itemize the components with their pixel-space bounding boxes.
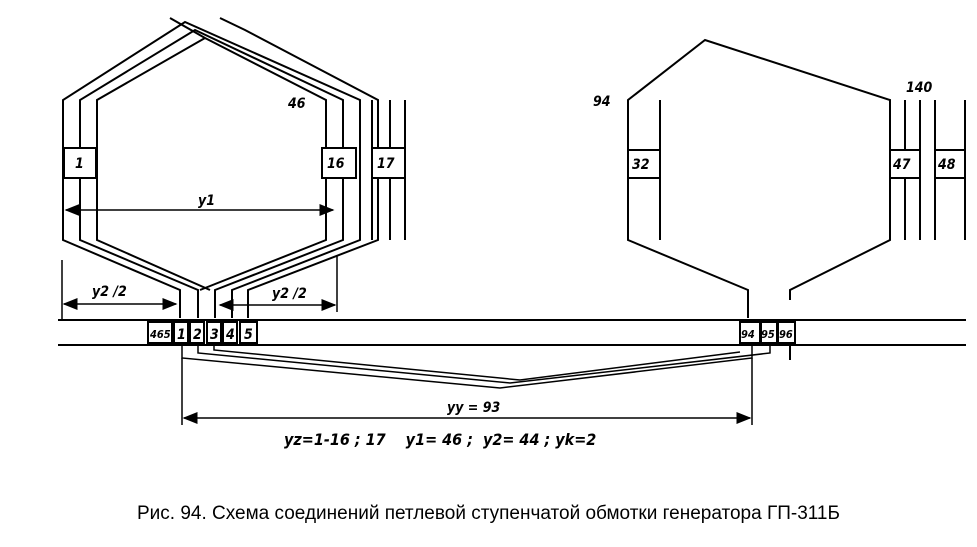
svg-text:1: 1 xyxy=(75,156,84,172)
coil-box-48: 48 xyxy=(934,149,966,179)
svg-text:465: 465 xyxy=(150,328,171,341)
svg-text:1: 1 xyxy=(177,327,186,343)
coil-box-1: 1 xyxy=(63,147,97,179)
svg-text:2: 2 xyxy=(193,327,202,343)
svg-text:96: 96 xyxy=(779,328,793,341)
svg-text:17: 17 xyxy=(377,156,395,172)
svg-text:48: 48 xyxy=(938,157,956,173)
svg-text:4: 4 xyxy=(226,327,235,343)
svg-text:16: 16 xyxy=(327,156,345,172)
coil-box-16: 16 xyxy=(321,147,357,179)
coil-box-47: 47 xyxy=(889,149,921,179)
yy-label: yy = 93 xyxy=(447,400,501,416)
turn-label-94: 94 xyxy=(593,94,611,110)
coil-box-32: 32 xyxy=(627,149,661,179)
commutator-segments: 465 1 2 3 4 5 94 95 96 xyxy=(147,321,796,344)
figure-caption: Рис. 94. Схема соединений петлевой ступе… xyxy=(137,503,840,524)
svg-text:94: 94 xyxy=(741,328,755,341)
y2-half-left-label: y2 /2 xyxy=(92,284,127,300)
svg-text:32: 32 xyxy=(632,157,650,173)
svg-text:47: 47 xyxy=(893,157,911,173)
svg-text:5: 5 xyxy=(244,327,253,343)
y2-half-right-label: y2 /2 xyxy=(272,286,307,302)
equalizer-connections xyxy=(181,345,771,425)
y1-label: y1 xyxy=(198,193,215,209)
svg-text:3: 3 xyxy=(210,327,219,343)
coil-box-17: 17 xyxy=(371,147,406,179)
turn-label-140: 140 xyxy=(906,80,933,96)
turn-label-46: 46 xyxy=(288,96,306,112)
formula: yz=1-16 ; 17 y1= 46 ; y2= 44 ; yk=2 xyxy=(284,430,596,449)
svg-text:95: 95 xyxy=(761,328,775,341)
